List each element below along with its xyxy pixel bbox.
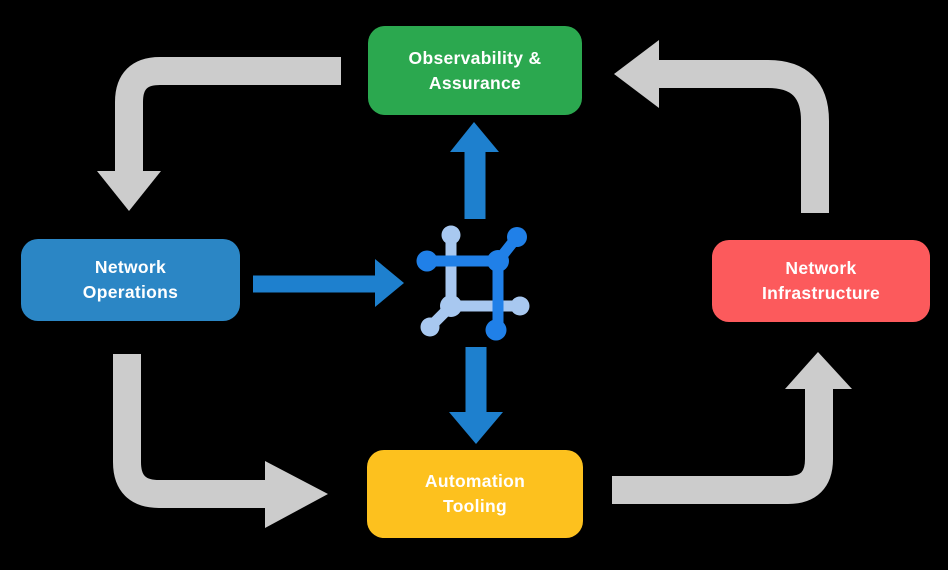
arrow-operations-to-center [253,259,404,307]
node-label-line1: Observability & [408,47,542,68]
node-automation-tooling: Automation Tooling [367,450,583,538]
arrow-head-down-icon [97,171,161,211]
arrow-head-left-icon [614,40,659,108]
node-label-line1: Automation [424,471,526,491]
arrow-head-up-icon [785,352,852,389]
node-label-line2: Operations [82,282,179,302]
arrow-head-down-icon [449,412,503,444]
node-label-line2: Tooling [443,496,507,516]
arrow-operations-to-tooling [113,354,328,528]
arrow-head-right-icon [265,461,328,528]
arrow-shaft [115,57,341,173]
arrow-shaft [657,60,829,213]
node-observability-assurance: Observability & Assurance [368,26,582,115]
arrow-center-to-observability [450,122,499,219]
arrow-shaft [612,389,833,504]
network-mesh-dark-branches [416,227,527,341]
arrow-shaft [113,354,267,508]
node-label-line2: Assurance [428,72,522,93]
node-label-line2: Infrastructure [762,283,880,303]
node-network-infrastructure: Network Infrastructure [712,240,930,322]
arrow-head-up-icon [450,122,499,152]
arrow-tooling-to-infrastructure [612,352,852,504]
node-label-line1: Network [94,257,167,277]
arrow-infrastructure-to-observability [614,40,829,213]
arrow-center-to-tooling [449,347,503,444]
node-label-line1: Network [785,258,857,278]
arrow-head-right-icon [375,259,404,307]
network-mesh-icon [416,225,530,341]
arrow-observability-to-operations [97,57,341,211]
node-network-operations: Network Operations [21,239,240,321]
